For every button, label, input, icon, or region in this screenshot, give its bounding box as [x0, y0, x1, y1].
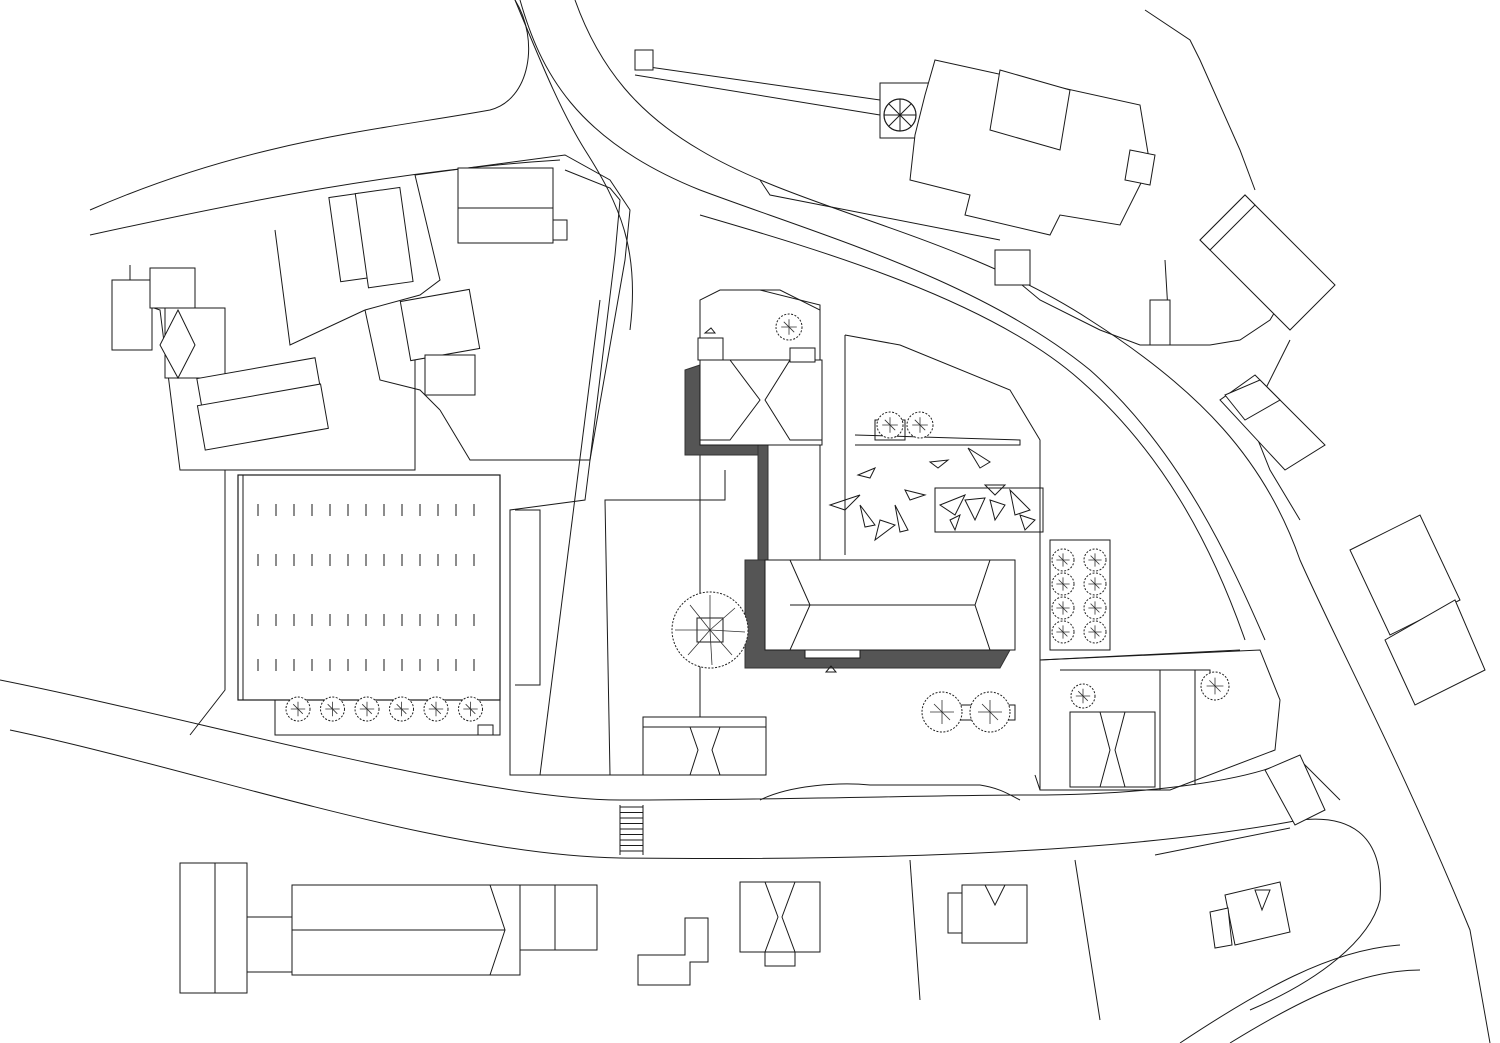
tree — [876, 411, 904, 439]
tree — [1051, 548, 1075, 572]
house-nw-4 — [457, 167, 568, 244]
tree — [320, 696, 345, 722]
project-building — [684, 327, 1016, 673]
tree — [1070, 683, 1096, 709]
tree — [1083, 596, 1107, 620]
house-south-3 — [739, 881, 821, 967]
house-east-1 — [1199, 194, 1336, 331]
courtyard-sculptures — [828, 447, 1044, 542]
trees — [775, 313, 1230, 733]
house-south-2 — [291, 884, 598, 976]
parking-trees — [285, 696, 483, 722]
tree — [1200, 671, 1230, 701]
tree-grove-box — [1049, 539, 1111, 651]
house-se-project — [1069, 711, 1156, 788]
tree — [921, 691, 963, 733]
tree — [1083, 620, 1107, 644]
tree — [1083, 572, 1107, 596]
tree — [285, 696, 311, 722]
tree — [423, 696, 449, 722]
parking-lot — [237, 474, 501, 736]
tree — [458, 696, 483, 722]
house-east-3 — [1349, 514, 1486, 706]
house-south-1 — [179, 862, 293, 994]
tree — [1051, 596, 1075, 620]
tree — [1051, 572, 1075, 596]
tree — [1083, 548, 1107, 572]
crosswalks — [619, 805, 644, 855]
tree — [906, 411, 934, 439]
house-east-2 — [1219, 374, 1326, 471]
tree — [389, 696, 414, 722]
house-nw-1 — [111, 267, 226, 380]
tree — [969, 691, 1011, 733]
pavilion-south — [642, 716, 767, 776]
house-south-4 — [947, 884, 1028, 944]
house-nw-2 — [196, 357, 329, 451]
tree — [1051, 620, 1075, 644]
large-tree — [671, 591, 749, 669]
stairs-east — [1149, 299, 1326, 826]
parcels — [129, 64, 1341, 1021]
tree — [354, 696, 380, 722]
shed-south — [637, 917, 709, 986]
tree — [775, 313, 803, 341]
church — [634, 49, 1156, 286]
house-nw-3 — [328, 186, 414, 289]
house-nw-5 — [399, 288, 481, 396]
house-south-5 — [1209, 881, 1291, 949]
